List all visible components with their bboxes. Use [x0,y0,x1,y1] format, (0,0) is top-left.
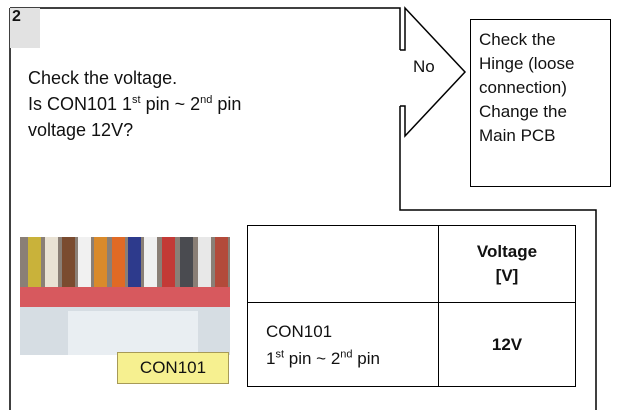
check-question: Check the voltage. Is CON101 1st pin ~ 2… [28,65,241,143]
table-row-value: 12V [439,303,576,387]
table-header-row: Voltage [V] [248,226,576,303]
voltage-header-line-2: [V] [439,264,575,288]
step-number: 2 [10,8,40,48]
photo-caption: CON101 [117,352,229,384]
action-line-5: Main PCB [479,124,604,148]
action-line-3: connection) [479,76,604,100]
question-line-2: Is CON101 1st pin ~ 2nd pin [28,91,241,117]
question-line-3: voltage 12V? [28,117,241,143]
action-line-4: Change the [479,100,604,124]
action-line-2: Hinge (loose [479,52,604,76]
voltage-header-line-1: Voltage [439,240,575,264]
row-label-line-2: 1st pin ~ 2nd pin [266,345,438,372]
row-label-line-1: CON101 [266,318,438,345]
branch-no-label: No [413,57,435,77]
table-header-voltage: Voltage [V] [439,226,576,303]
question-line-1: Check the voltage. [28,65,241,91]
action-box: Check the Hinge (loose connection) Chang… [470,19,611,187]
connector-photo [20,237,230,355]
table-row-label: CON101 1st pin ~ 2nd pin [248,303,439,387]
action-line-1: Check the [479,28,604,52]
table-row: CON101 1st pin ~ 2nd pin 12V [248,303,576,387]
voltage-table: Voltage [V] CON101 1st pin ~ 2nd pin 12V [247,225,576,387]
table-header-empty [248,226,439,303]
